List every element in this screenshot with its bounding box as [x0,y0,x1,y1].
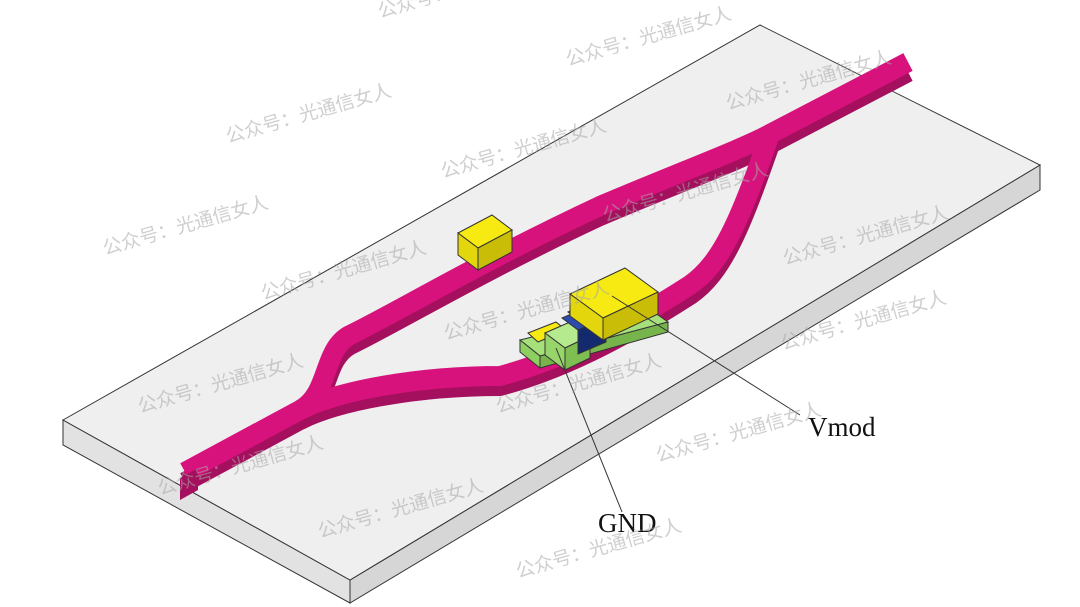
watermark-1: 公众号：光通信女人 [375,0,545,23]
substrate [61,24,1042,604]
substrate-top [61,24,1042,581]
watermark-14: 公众号：光通信女人 [653,399,823,467]
waveguide [180,53,913,500]
vmod-electrode [569,267,659,341]
vmod-label: Vmod [808,412,876,442]
waveguide-input-facet [180,468,198,500]
watermark-3: 公众号：光通信女人 [223,80,393,148]
vmod-leader [611,295,801,416]
modulator-electrodes [518,267,670,371]
gnd-leader [555,347,623,513]
gnd-label: GND [598,508,657,538]
leader-lines [555,295,801,513]
watermark-6: 公众号：光通信女人 [100,192,270,260]
upper-heater [457,214,513,271]
